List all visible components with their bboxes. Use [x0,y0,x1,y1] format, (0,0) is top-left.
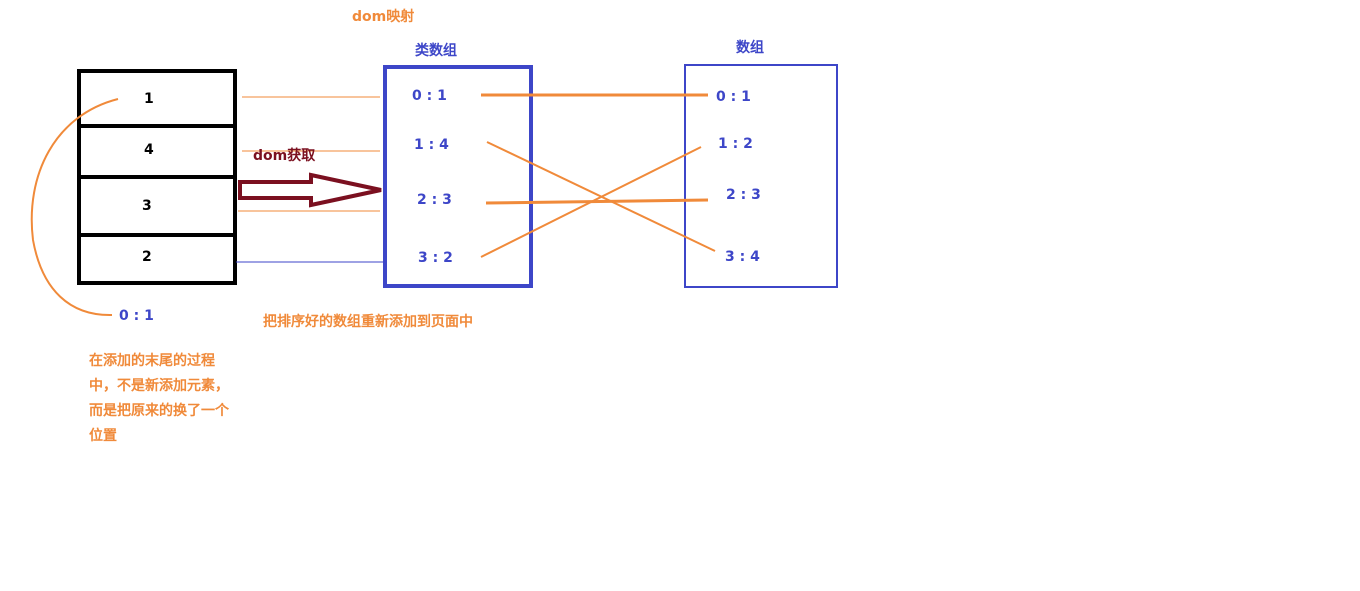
sort-line-3 [480,146,702,258]
array-entry: 2 : 3 [726,187,761,203]
array-like-entry: 1 : 4 [414,137,449,153]
dom-item: 4 [144,142,154,158]
array-entry: 3 : 4 [725,249,760,265]
dom-map-title: dom映射 [352,9,415,25]
readd-caption: 把排序好的数组重新添加到页面中 [263,314,473,330]
sort-line-2 [485,198,709,205]
dom-item: 3 [142,198,152,214]
dom-get-arrow [238,172,382,208]
array-title: 数组 [736,40,764,56]
array-box [684,64,838,288]
array-entry: 0 : 1 [716,89,751,105]
move-curve [30,98,119,317]
array-like-entry: 2 : 3 [417,192,452,208]
array-like-entry: 3 : 2 [418,250,453,266]
array-entry: 1 : 2 [718,136,753,152]
array-like-entry: 0 : 1 [412,88,447,104]
dom-item: 2 [142,249,152,265]
explanation-note: 在添加的末尾的过程中，不是新添加元素，而是把原来的换了一个位置 [89,353,229,444]
dom-get-label: dom获取 [253,148,316,164]
array-like-box [383,65,533,288]
array-like-title: 类数组 [415,43,457,59]
dom-item: 1 [144,91,154,107]
moved-item-label: 0 : 1 [119,308,154,324]
